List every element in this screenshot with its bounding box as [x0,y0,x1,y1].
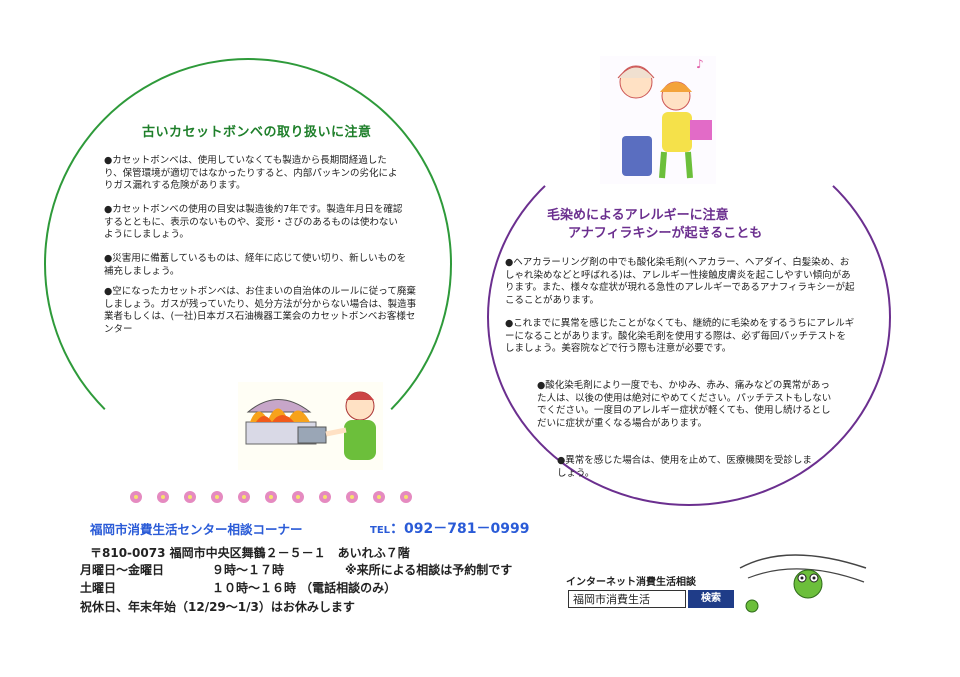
weekday-note: ※来所による相談は予約制です [345,563,513,577]
cassette-paragraph-1: ●カセットボンベは、使用していなくても製造から長期間経過したり、保管環境が適切で… [104,155,398,191]
flower-divider [130,491,412,503]
tel-number: 092－781－0999 [404,521,530,537]
holiday-note: 祝休日、年末年始（12/29～1/3）はお休みします [80,600,355,614]
phone-number[interactable]: TEL：092－781－0999 [370,518,529,538]
svg-text:♪: ♪ [696,57,704,71]
cassette-paragraph-3: ●災害用に備蓄しているものは、経年に応じて使い切り、新しいものを補充しましょう。 [104,253,407,277]
consultation-center-name: 福岡市消費生活センター相談コーナー [90,522,303,537]
hair-dye-paragraph-4: ●異常を感じた場合は、使用を止めて、医療機関を受診しましょう。 [557,455,812,479]
address: 〒810-0073 福岡市中央区舞鶴２－５－１ あいれふ７階 [90,546,410,560]
cassette-section-circle [44,58,452,470]
search-input[interactable]: 福岡市消費生活 [568,590,686,608]
hair-dye-title-line1: 毛染めによるアレルギーに注意 [547,208,729,223]
internet-consultation-label: インターネット消費生活相談 [566,577,696,588]
cassette-section-title: 古いカセットボンベの取り扱いに注意 [142,125,372,140]
hair-dye-section-circle [487,128,891,506]
frog-mascot-illustration [739,554,867,613]
hair-dye-paragraph-2: ●これまでに異常を感じたことがなくても、継続的に毛染めをするうちにアレルギーにな… [505,318,855,354]
search-button[interactable]: 検索 [688,590,734,608]
cassette-paragraph-2: ●カセットボンベの使用の目安は製造後約7年です。製造年月日を確認するとともに、表… [104,204,403,240]
gas-stove-illustration [238,382,383,470]
hair-dye-paragraph-1: ●ヘアカラーリング剤の中でも酸化染毛剤(ヘアカラー、ヘアダイ、白髪染め、おしゃれ… [505,257,855,306]
weekday-hours: ９時～１７時 [212,563,285,577]
tel-label: TEL [370,525,391,536]
saturday-hours: １０時～１６時 （電話相談のみ） [212,581,397,595]
tel-colon: ： [390,521,405,537]
weekday-label: 月曜日～金曜日 [80,563,165,577]
hair-dye-paragraph-3: ●酸化染毛剤により一度でも、かゆみ、赤み、痛みなどの異常があった人は、以後の使用… [537,380,832,429]
cassette-paragraph-4: ●空になったカセットボンベは、お住まいの自治体のルールに従って廃棄しましょう。ガ… [104,286,417,335]
travelers-illustration: ♪ [600,56,716,184]
hair-dye-title-line2: アナフィラキシーが起きることも [568,226,763,241]
saturday-label: 土曜日 [80,581,117,595]
